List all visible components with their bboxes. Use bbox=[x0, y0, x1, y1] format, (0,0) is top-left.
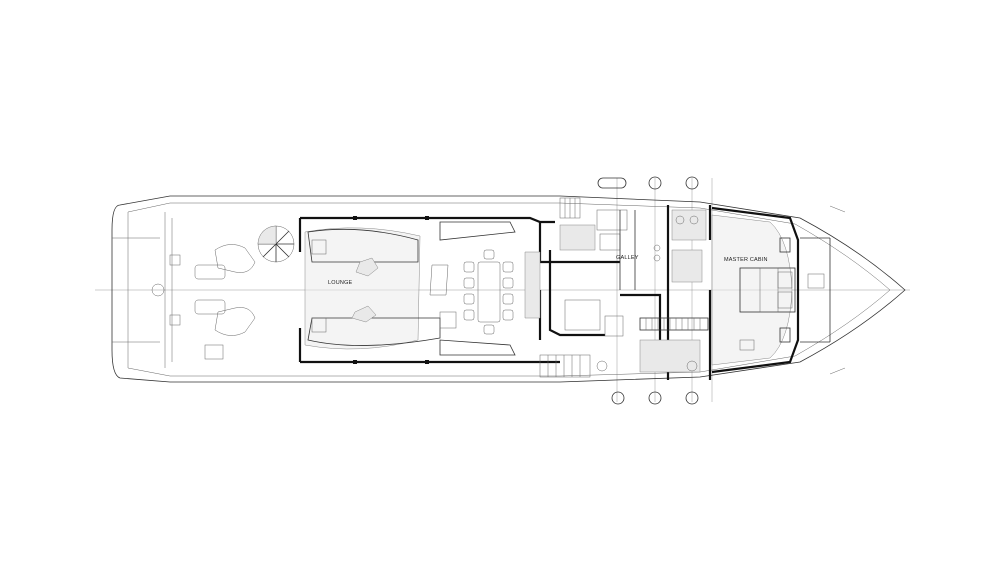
dining-table bbox=[463, 249, 514, 335]
aft-deck-seating bbox=[151, 244, 256, 360]
stairs bbox=[539, 197, 608, 378]
spiral-staircase bbox=[257, 225, 295, 263]
forepeak bbox=[800, 205, 846, 375]
hull-outline bbox=[111, 195, 906, 383]
bulkhead-heads bbox=[639, 205, 712, 380]
master-cabin bbox=[711, 206, 800, 374]
room-label-lounge: LOUNGE bbox=[328, 280, 353, 286]
lounge-area bbox=[304, 221, 516, 356]
room-label-galley: GALLEY bbox=[616, 255, 639, 261]
room-label-master-cabin: MASTER CABIN bbox=[724, 257, 768, 263]
superstructure bbox=[298, 216, 560, 364]
